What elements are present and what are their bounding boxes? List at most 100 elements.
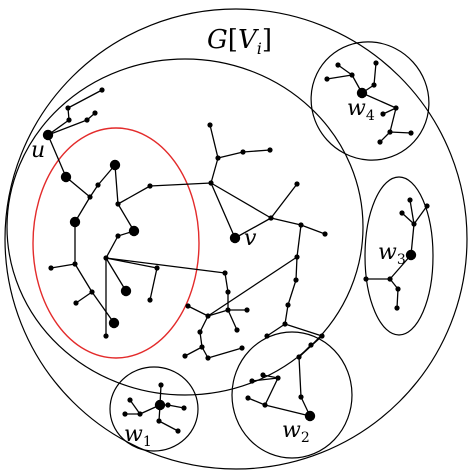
vertex-c3 xyxy=(308,342,314,348)
vertex-a42 xyxy=(335,62,341,68)
vertex-r12 xyxy=(103,255,109,261)
vertex-m22 xyxy=(197,329,203,335)
vertex-m20 xyxy=(205,313,211,319)
vertex-b5 xyxy=(387,276,393,282)
vertex-a3 xyxy=(66,117,72,123)
vertex-r4 xyxy=(69,216,81,228)
vertex-r5 xyxy=(72,261,78,267)
vertex-a43 xyxy=(324,76,330,82)
edge-m17-m20 xyxy=(207,309,229,317)
edge-u-r1 xyxy=(47,134,67,178)
edge-m8-m10 xyxy=(270,217,302,226)
vertex-w3 xyxy=(405,249,417,261)
vertex-b2 xyxy=(399,210,405,216)
vertex-c8 xyxy=(260,372,266,378)
edge-m3-m4 xyxy=(209,124,219,159)
vertex-r13 xyxy=(128,225,140,237)
vertex-b1 xyxy=(411,221,417,227)
edge-m13-m14 xyxy=(149,267,158,301)
edge-b1-b4 xyxy=(413,205,428,225)
edge-m12-m27 xyxy=(295,256,298,281)
vertex-c7 xyxy=(275,375,281,381)
w3-region-boundary xyxy=(364,176,434,336)
vertex-m7 xyxy=(229,232,241,244)
vertex-w4 xyxy=(356,87,368,99)
vertex-m8 xyxy=(268,215,274,221)
vertex-d8 xyxy=(175,428,181,434)
vertex-w1 xyxy=(154,399,166,411)
inner-region-boundary xyxy=(6,58,364,396)
vertex-m11 xyxy=(322,231,328,237)
vertex-a2 xyxy=(65,105,71,111)
vertex-m17 xyxy=(225,307,231,313)
edge-d4-d6 xyxy=(129,399,141,415)
vertex-m10 xyxy=(298,222,304,228)
edge-w3-b5 xyxy=(389,254,412,280)
edge-a41-a42 xyxy=(337,64,353,76)
edge-a1-a2 xyxy=(67,89,103,109)
vertex-b8 xyxy=(394,305,400,311)
edge-c5-c7 xyxy=(264,377,279,406)
vertex-m21 xyxy=(185,303,191,309)
vertex-a41 xyxy=(349,72,355,78)
edge-r2-r14 xyxy=(114,164,119,205)
edge-m29-c4 xyxy=(284,323,323,337)
edge-m7-m8 xyxy=(234,217,272,239)
vertex-r3 xyxy=(95,182,101,188)
vertex-m28 xyxy=(285,302,291,308)
vertex-d2 xyxy=(165,402,171,408)
vertex-label-w1: w1 xyxy=(124,422,152,450)
vertex-d7 xyxy=(156,418,162,424)
vertex-d3 xyxy=(181,405,187,411)
vertex-m15 xyxy=(222,270,228,276)
vertex-label-w4: w4 xyxy=(347,96,375,124)
vertex-w2 xyxy=(304,410,316,422)
edge-b7-b8 xyxy=(396,288,399,309)
vertex-m30 xyxy=(264,333,270,339)
vertex-a50 xyxy=(377,139,383,145)
edge-r5-r6 xyxy=(50,263,76,269)
w4-region-boundary xyxy=(310,41,430,161)
vertex-m14 xyxy=(147,297,153,303)
vertex-b7 xyxy=(395,286,401,292)
edge-w4-a46 xyxy=(361,92,397,109)
vertex-m26 xyxy=(239,345,245,351)
edge-m20-m21 xyxy=(187,305,209,317)
edge-r14-m1 xyxy=(117,185,151,205)
vertex-d4 xyxy=(137,411,143,417)
vertex-label-w3: w3 xyxy=(378,240,406,268)
edge-m8-m9 xyxy=(270,183,298,219)
outer-region-boundary xyxy=(4,8,468,470)
vertex-d1 xyxy=(158,382,164,388)
vertex-r15 xyxy=(115,233,121,239)
vertex-r11 xyxy=(120,285,132,297)
edge-m29-m30 xyxy=(266,323,286,337)
graph-title-label: G[Vi] xyxy=(207,25,272,58)
vertex-r1 xyxy=(60,171,72,183)
edge-m2-m7 xyxy=(210,182,236,239)
edge-m10-m11 xyxy=(300,224,326,235)
vertex-m16 xyxy=(225,289,231,295)
edge-m1-m2 xyxy=(149,182,212,187)
vertex-m2 xyxy=(208,180,214,186)
edge-m25-m26 xyxy=(207,347,243,359)
edge-w2-c5 xyxy=(264,404,311,417)
edge-m27-m28 xyxy=(287,279,297,306)
vertex-a47 xyxy=(380,111,386,117)
vertex-a45 xyxy=(373,60,379,66)
vertex-m18 xyxy=(244,307,250,313)
edge-m17-m19 xyxy=(227,309,238,331)
edge-a5-u xyxy=(47,119,88,136)
vertex-b6 xyxy=(363,276,369,282)
vertex-m5 xyxy=(240,149,246,155)
vertex-u xyxy=(42,129,54,141)
edge-m20-m22 xyxy=(199,315,209,333)
vertex-label-u: u xyxy=(31,138,45,163)
vertex-r2 xyxy=(109,159,121,171)
vertex-c5 xyxy=(262,402,268,408)
edge-m28-m29 xyxy=(284,304,289,325)
vertex-m27 xyxy=(293,277,299,283)
edge-d7-d8 xyxy=(158,420,179,432)
edge-b1-b3 xyxy=(409,199,415,225)
